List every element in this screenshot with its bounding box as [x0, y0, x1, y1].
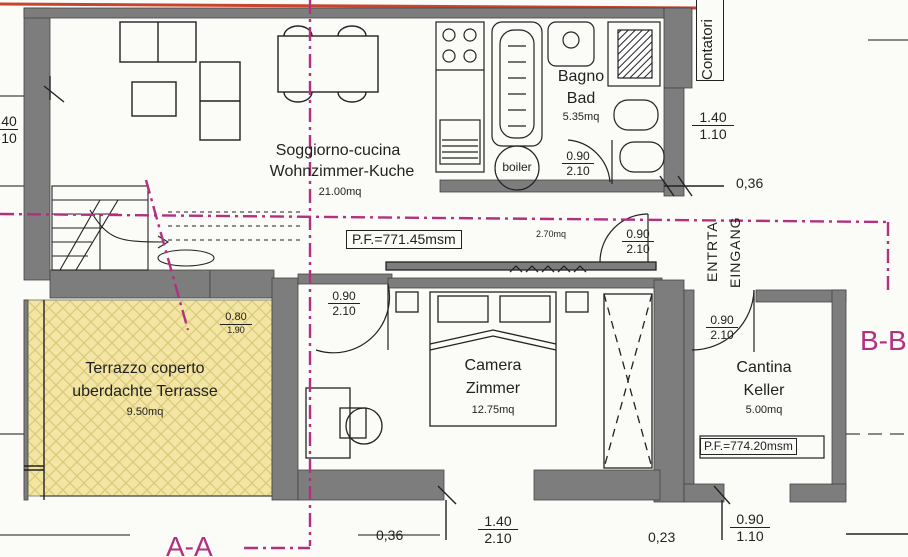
living-furniture: [119, 21, 379, 141]
stairs: [51, 185, 300, 271]
dim-wall-023: 0,23: [648, 529, 676, 545]
bath-name-de: Bad: [566, 90, 596, 107]
dim-terrace-opening: 0.80 1.90: [220, 312, 252, 335]
dim-cellar-door: 0.90 2.10: [706, 314, 738, 341]
bath-area: 5.35mq: [562, 111, 600, 123]
corridor-width: 2.70mq: [536, 229, 567, 239]
contatori-label: Contatori: [699, 19, 716, 80]
terrace-name-de: uberdachte Terrasse: [72, 383, 218, 400]
bedroom-area: 12.75mq: [471, 404, 515, 416]
floor-level-main: P.F.=771.45msm: [346, 230, 462, 250]
kitchen: [435, 21, 485, 173]
section-lines: [0, 0, 890, 550]
dim-bath-door: 0.90 2.10: [562, 150, 594, 177]
entrance-label-de: EINGANG: [727, 216, 743, 288]
bathroom-fixtures: [491, 21, 665, 191]
walls: [23, 7, 847, 503]
living-room-name-de: Wohnzimmer-Kuche: [269, 163, 415, 180]
dim-bedroom-window: 1.40 2.10: [478, 514, 518, 545]
boiler-label: boiler: [502, 160, 532, 174]
dim-wall-036-right: 0,36: [736, 175, 764, 191]
dim-corridor-door: 0.90 2.10: [622, 228, 654, 255]
cellar-name-de: Keller: [743, 382, 785, 399]
dim-wall-036-bottom: 0,36: [376, 527, 404, 543]
living-room-area: 21.00mq: [318, 186, 362, 198]
bedroom-furniture: [305, 261, 657, 469]
bedroom-name: Camera: [440, 357, 546, 375]
living-room-name: Soggiorno-cucina: [275, 142, 401, 159]
terrace-area: 9.50mq: [126, 406, 164, 418]
bedroom-name-de: Zimmer: [440, 380, 546, 398]
floor-level-cellar: P.F.=774.20msm: [700, 438, 797, 456]
entrance-label-it: ENTRTA: [704, 221, 720, 282]
dim-left-frac: 40 10: [0, 113, 18, 146]
section-b-label: B-B: [860, 326, 907, 356]
terrace-floor: [23, 299, 273, 497]
dim-cellar-window: 0.90 1.10: [730, 512, 770, 543]
contatori-box: [696, 0, 724, 81]
cellar-name: Cantina: [736, 359, 792, 376]
top-boundary-line: [0, 2, 701, 10]
terrace-name: Terrazzo coperto: [85, 360, 205, 377]
section-a-label: A-A: [166, 531, 213, 557]
dim-right-window: 1.40 1.10: [692, 110, 734, 141]
dim-bedroom-door: 0.90 2.10: [328, 290, 360, 317]
doors: [315, 213, 755, 354]
dimension-marks: [24, 76, 908, 540]
cellar-area: 5.00mq: [745, 404, 783, 416]
bath-name: Bagno: [557, 68, 605, 85]
